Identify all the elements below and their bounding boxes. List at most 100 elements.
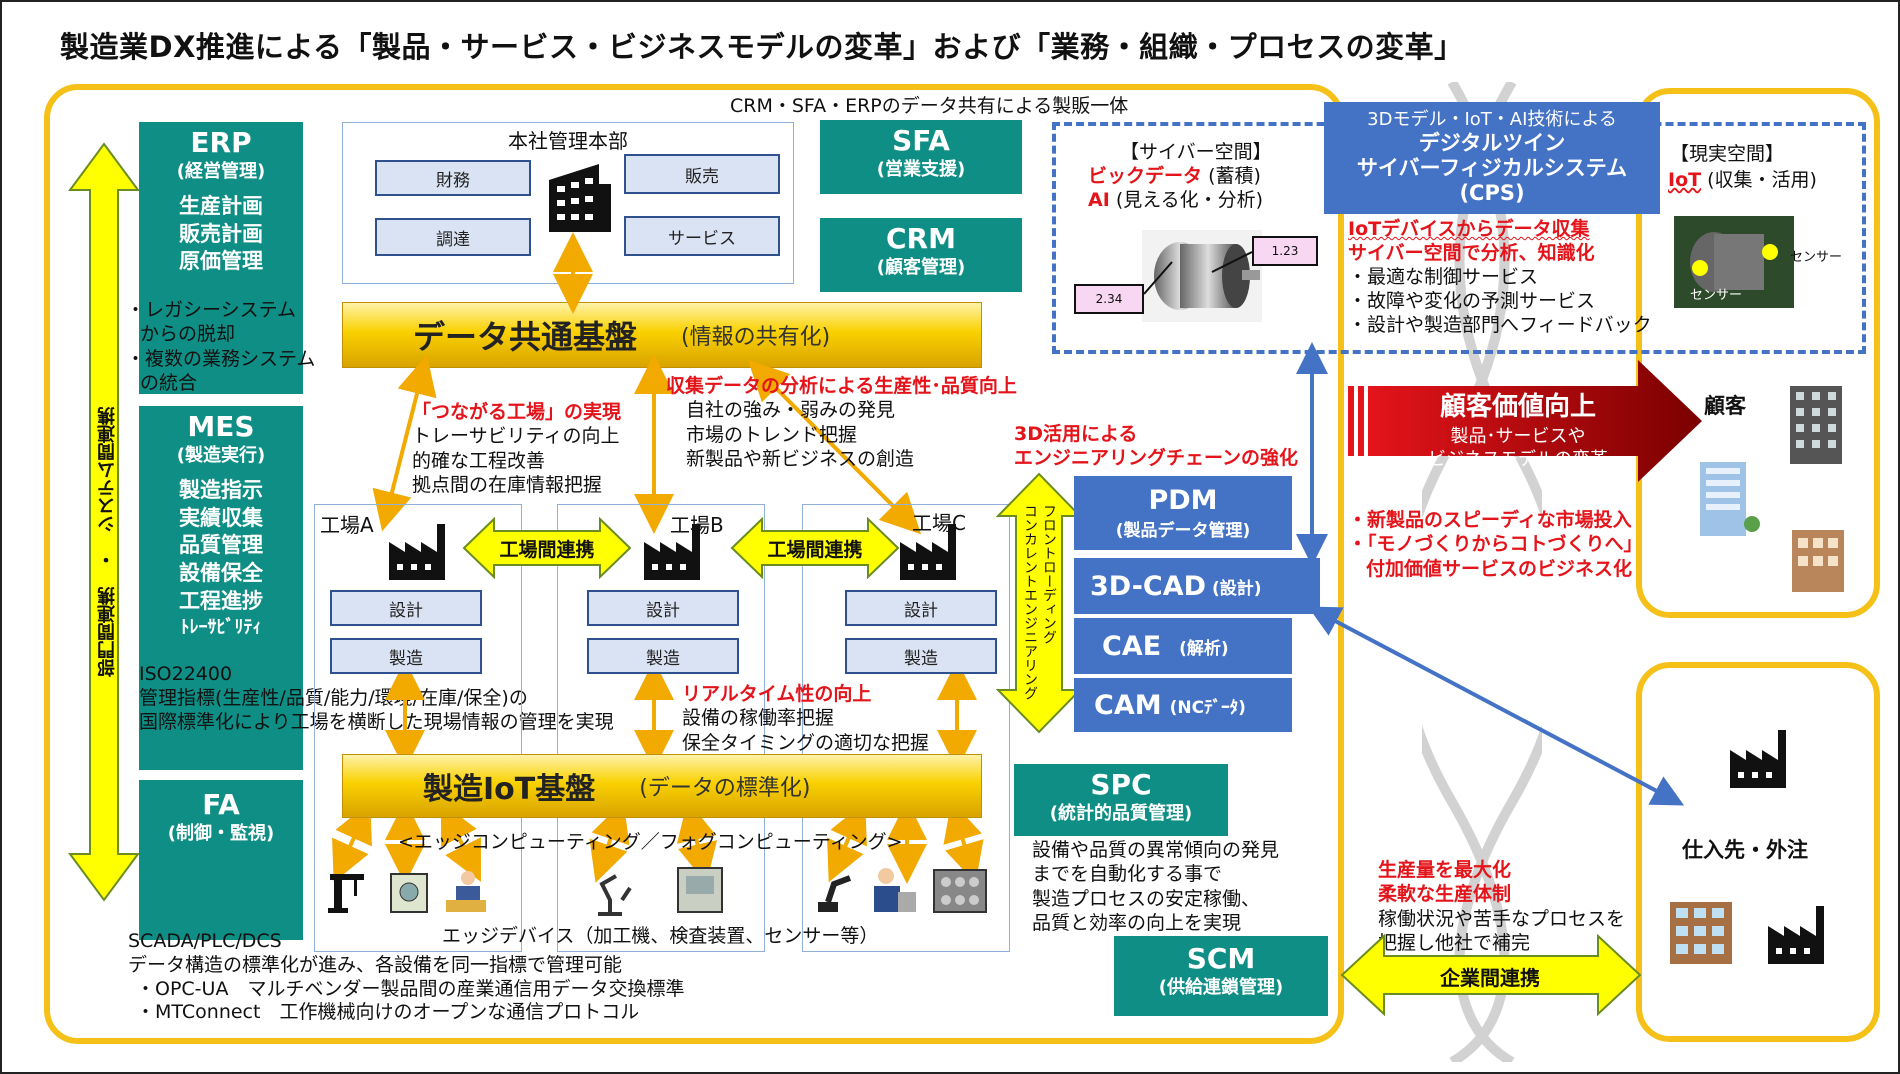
front-loading-label: フロントローディング コンカレントエンジニアリング xyxy=(1022,504,1057,700)
connected-factory-notes: 「つながる工場」の実現 トレーサビリティの向上 的確な工程改善 拠点間の在庫情報… xyxy=(412,400,621,497)
pdm-sub: (製品データ管理) xyxy=(1115,521,1251,541)
cam-name: CAM xyxy=(1094,689,1162,721)
digital-motor-image xyxy=(1142,230,1262,322)
scada-note: SCADA/PLC/DCS xyxy=(128,930,282,952)
supplier-frame xyxy=(1636,662,1880,1042)
customer-note: ・新製品のスピーディな市場投入 xyxy=(1348,509,1632,531)
inspection-machine-icon xyxy=(677,867,723,913)
factory-b-design: 設計 xyxy=(587,590,739,626)
cyber-title: 【サイバー空間】 xyxy=(1120,141,1272,163)
factory-c-label: 工場C xyxy=(912,511,966,535)
cps-line: 3Dモデル・IoT・AI技術による xyxy=(1367,109,1617,131)
production-note: 把握し他社で補完 xyxy=(1378,931,1531,954)
cyber-ai-note: (見える化・分析) xyxy=(1115,189,1264,211)
cps-note-red: IoTデバイスからデータ収集 xyxy=(1348,218,1590,240)
erp-item: 原価管理 xyxy=(179,249,263,274)
erp-note: ・複数の業務システム xyxy=(126,347,316,370)
hq-title: 本社管理本部 xyxy=(508,129,628,153)
enterprise-frame xyxy=(44,84,1344,1044)
cae-box: CAE (解析) xyxy=(1074,618,1292,674)
crm-sub: (顧客管理) xyxy=(876,256,966,278)
sfa-box: SFA (営業支援) xyxy=(820,120,1022,194)
cad-box: 3D-CAD (設計) xyxy=(1074,558,1320,614)
crane-icon xyxy=(328,874,364,913)
enterprise-link-label: 企業間連携 xyxy=(1440,966,1540,990)
real-title: 【現実空間】 xyxy=(1670,143,1785,165)
factory-a-mfg: 製造 xyxy=(330,638,482,674)
erp-name: ERP xyxy=(190,126,252,159)
erp-notes: ・レガシーシステム からの脱却 ・複数の業務システム の統合 xyxy=(126,298,315,395)
production-red: 生産量を最大化 xyxy=(1378,859,1512,881)
factory-a-label: 工場A xyxy=(320,513,374,537)
spc-note: までを自動化する事で xyxy=(1032,863,1223,886)
analysis-item: 市場のトレンド把握 xyxy=(686,423,858,446)
customer-building-icon xyxy=(1790,386,1842,464)
connected-factory-heading: 「つながる工場」の実現 xyxy=(412,401,622,423)
iso-note: ISO22400 xyxy=(139,663,233,685)
scm-name: SCM xyxy=(1186,942,1256,975)
spc-note: 設備や品質の異常傾向の発見 xyxy=(1032,839,1280,861)
factory-c-design: 設計 xyxy=(845,590,997,626)
customer-office-icon xyxy=(1700,462,1760,536)
mes-sub: (製造実行) xyxy=(176,444,266,466)
cyber-ai-label: AI xyxy=(1088,189,1110,211)
mes-item: 設備保全 xyxy=(179,561,263,586)
supplier-factory-icon-2 xyxy=(1768,906,1824,964)
dept-procurement: 調達 xyxy=(375,218,531,256)
customer-note: 付加価値サービスのビジネス化 xyxy=(1366,557,1633,580)
dept-finance: 財務 xyxy=(375,160,531,196)
iot-platform-name: 製造IoT基盤 xyxy=(423,772,596,807)
factory-link-label-2: 工場間連携 xyxy=(767,539,863,561)
erp-item: 販売計画 xyxy=(179,221,263,246)
real-sensor-2: センサー xyxy=(1690,288,1743,303)
erp-note: の統合 xyxy=(140,371,198,394)
cam-box: CAM (NCﾃﾞｰﾀ) xyxy=(1074,678,1292,732)
data-platform-bar: データ共通基盤 (情報の共有化) xyxy=(342,302,982,368)
factory-link-arrow-2 xyxy=(730,517,900,579)
enterprise-link-arrow xyxy=(1340,934,1642,1016)
factory-c-mfg: 製造 xyxy=(845,638,997,674)
erp-note: ・レガシーシステム xyxy=(126,299,297,321)
cps-line: (CPS) xyxy=(1459,181,1525,206)
crm-box: CRM (顧客管理) xyxy=(820,218,1022,292)
customer-value-title: 顧客価値向上 xyxy=(1439,392,1596,422)
supplier-factory-icon xyxy=(1730,730,1786,788)
crm-name: CRM xyxy=(886,222,956,255)
supplier-building-icon xyxy=(1670,902,1732,964)
analysis-item: 新製品や新ビジネスの創造 xyxy=(686,447,915,470)
spc-sub: (統計的品質管理) xyxy=(1049,802,1193,824)
crm-sfa-erp-note: CRM・SFA・ERPのデータ共有による製販一体 xyxy=(730,95,1129,117)
mes-item: ﾄﾚｰｻﾋﾞﾘﾃｨ xyxy=(180,616,262,638)
page-title: 製造業DX推進による「製品・サービス・ビジネスモデルの変革」および「業務・組織・… xyxy=(60,30,1464,64)
customer-value-sub-line: ビジネスモデルの変革 xyxy=(1428,448,1608,470)
edge-computing-label: <エッジコンピューティング／フォグコンピューティング> xyxy=(398,831,903,853)
real-iot: IoT (収集・活用) xyxy=(1668,168,1817,193)
scada-note: データ構造の標準化が進み、各設備を同一指標で管理可能 xyxy=(128,953,623,976)
cyber-bigdata: ビックデータ (蓄積) xyxy=(1088,164,1261,189)
engineering-heading-line: 3D活用による xyxy=(1014,423,1138,445)
iso-note: 管理指標(生産性/品質/能力/環境/在庫/保全)の xyxy=(139,687,528,710)
realtime-heading: リアルタイム性の向上 xyxy=(682,683,872,705)
production-notes: 生産量を最大化 柔軟な生産体制 稼働状況や苦手なプロセスを 把握し他社で補完 xyxy=(1378,858,1625,955)
cps-line: サイバーフィジカルシステム xyxy=(1356,156,1628,181)
cyber-ai: AI (見える化・分析) xyxy=(1088,188,1263,213)
fa-sub: (制御・監視) xyxy=(167,822,275,844)
sfa-name: SFA xyxy=(892,124,950,157)
factory-a-frame xyxy=(314,504,522,952)
spc-note: 品質と効率の向上を実現 xyxy=(1032,911,1242,934)
customer-label: 顧客 xyxy=(1704,394,1746,418)
mes-name: MES xyxy=(187,410,255,443)
left-vertical-arrow xyxy=(68,142,140,902)
customer-value-sub-line: 製品･サービスや xyxy=(1450,426,1586,447)
spc-note: 製造プロセスの安定稼働、 xyxy=(1032,887,1261,910)
connected-factory-item: 的確な工程改善 xyxy=(412,449,546,472)
realtime-notes: リアルタイム性の向上 設備の稼働率把握 保全タイミングの適切な把握 xyxy=(682,682,929,755)
data-platform-name: データ共通基盤 xyxy=(413,318,638,356)
real-iot-label: IoT xyxy=(1668,169,1702,191)
cyber-value-2: 2.34 xyxy=(1074,284,1144,314)
robot-icon xyxy=(818,875,852,912)
pdm-box: PDM (製品データ管理) xyxy=(1074,476,1292,550)
factory-a-icon xyxy=(389,524,445,580)
